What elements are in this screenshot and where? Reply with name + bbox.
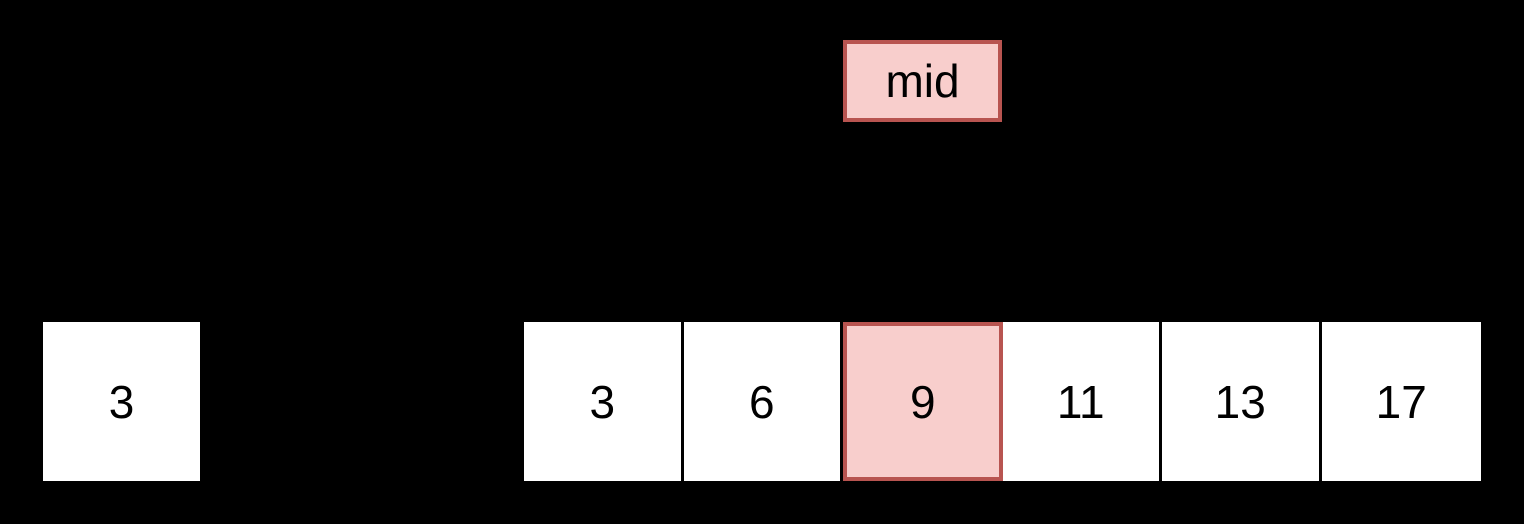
array-cell-value: 17 (1375, 375, 1427, 428)
array-strip: 3 6 9 11 13 17 (524, 322, 1481, 481)
array-cell-value: 13 (1214, 375, 1266, 428)
mid-pointer-label[interactable]: mid (843, 40, 1002, 122)
array-cell[interactable]: 9 (843, 322, 1003, 481)
single-value-cell[interactable]: 3 (43, 322, 200, 481)
array-cell-value: 9 (909, 375, 936, 428)
array-cell-value: 3 (589, 375, 616, 428)
array-cell-value: 11 (1056, 375, 1105, 428)
single-value-text: 3 (108, 375, 135, 428)
mid-pointer-text: mid (885, 55, 960, 107)
array-cell[interactable]: 3 (524, 322, 684, 481)
array-cell[interactable]: 13 (1162, 322, 1322, 481)
array-cell[interactable]: 6 (683, 322, 843, 481)
array-cell-value: 6 (748, 375, 775, 428)
array-cell[interactable]: 17 (1321, 322, 1481, 481)
array-cell[interactable]: 11 (1002, 322, 1162, 481)
